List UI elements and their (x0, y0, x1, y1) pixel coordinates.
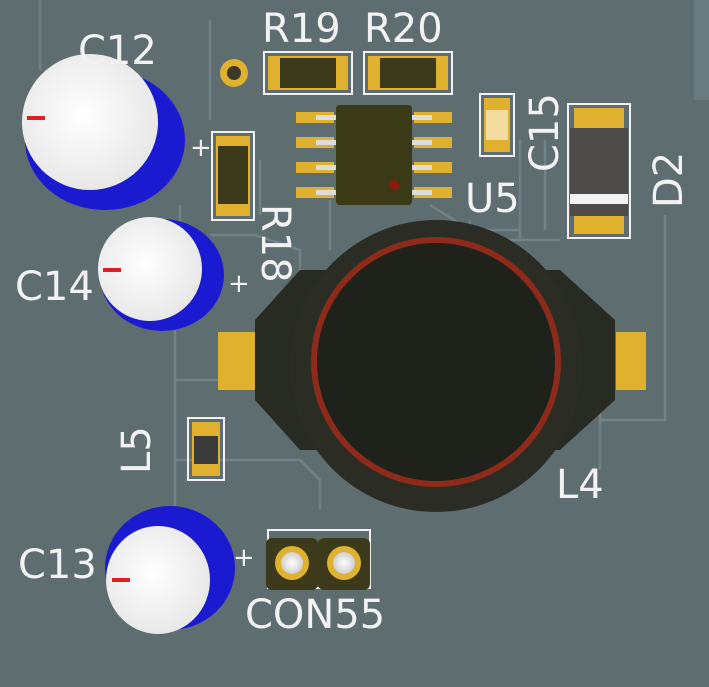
inductor-l5 (187, 417, 225, 481)
plus-sign-c14: + (228, 269, 250, 299)
label-r19: R19 (262, 6, 341, 52)
plus-sign-c12: + (190, 133, 212, 163)
label-u5: U5 (465, 176, 520, 222)
label-c12: C12 (78, 28, 157, 74)
label-l5: L5 (114, 426, 160, 474)
connector-con55 (266, 529, 371, 590)
capacitor-c13 (105, 506, 235, 634)
pin1-marker (389, 180, 399, 190)
polarity-mark (112, 578, 130, 582)
label-con55: CON55 (245, 592, 385, 638)
label-d2: D2 (646, 152, 692, 208)
label-c15: C15 (522, 93, 568, 172)
label-r18: R18 (252, 204, 298, 283)
polarity-mark (103, 268, 121, 272)
resistor-r20 (363, 51, 453, 95)
label-c14: C14 (15, 264, 94, 310)
diode-d2 (567, 103, 631, 239)
capacitor-c15 (479, 93, 515, 157)
capacitor-c14 (98, 217, 224, 331)
polarity-mark (27, 116, 45, 120)
label-c13: C13 (18, 542, 97, 588)
label-l4: L4 (556, 462, 604, 508)
label-r20: R20 (364, 6, 443, 52)
resistor-r19 (263, 51, 353, 95)
capacitor-c12 (22, 54, 185, 210)
plus-sign-c13: + (233, 543, 255, 573)
cathode-band (570, 194, 628, 204)
ic-u5 (296, 105, 452, 205)
resistor-r18 (211, 131, 255, 221)
board-edge-strip (694, 0, 709, 100)
via (220, 59, 248, 87)
inductor-l4 (218, 220, 646, 512)
